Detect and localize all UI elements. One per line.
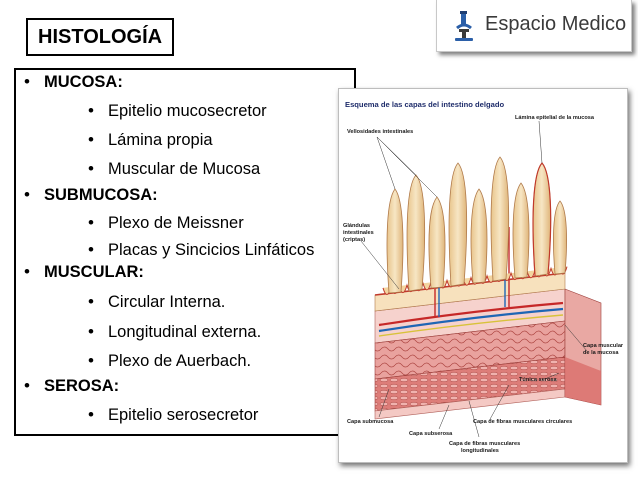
bullet-icon: •: [88, 292, 94, 311]
brand-name: Espacio Medico: [485, 13, 627, 35]
bullet-icon: •: [88, 130, 94, 149]
section-heading-submucosa: SUBMUCOSA:: [44, 186, 158, 204]
label-glandulas-3: (criptas): [343, 237, 365, 243]
section-heading-mucosa: MUCOSA:: [44, 73, 123, 91]
label-fibras-circulares: Capa de fibras musculares circulares: [473, 419, 572, 425]
label-lamina-epitelial: Lámina epitelial de la mucosa: [515, 115, 595, 121]
list-item: Lámina propia: [108, 131, 213, 149]
diagram-title: Esquema de las capas del intestino delga…: [345, 100, 504, 109]
bullet-icon: •: [88, 351, 94, 370]
label-vellosidades: Vellosidades intestinales: [347, 129, 413, 135]
bullet-icon: •: [24, 185, 30, 204]
brand-logo: Espacio Medico: [436, 0, 632, 52]
list-item: Muscular de Mucosa: [108, 160, 261, 178]
diagram-illustration: Esquema de las capas del intestino delga…: [343, 100, 624, 454]
villi: [386, 156, 567, 294]
list-item: Circular Interna.: [108, 293, 226, 311]
bullet-icon: •: [88, 322, 94, 341]
slide-title: HISTOLOGÍA: [26, 18, 174, 56]
label-glandulas-2: intestinales: [343, 230, 374, 236]
list-item: Plexo de Auerbach.: [108, 352, 252, 370]
microscope-icon: [455, 11, 473, 41]
bullet-icon: •: [88, 405, 94, 424]
list-item: Epitelio serosecretor: [108, 406, 259, 424]
label-glandulas: Glándulas: [343, 223, 370, 229]
bullet-icon: •: [88, 101, 94, 120]
bullet-icon: •: [88, 159, 94, 178]
section-heading-muscular: MUSCULAR:: [44, 263, 144, 281]
label-fibras-longitudinales-2: longitudinales: [461, 448, 499, 454]
bullet-icon: •: [24, 72, 30, 91]
layers-list: • MUCOSA: • Epitelio mucosecretor • Lámi…: [14, 68, 356, 436]
bullet-icon: •: [88, 240, 94, 259]
bullet-icon: •: [24, 262, 30, 281]
bullet-icon: •: [88, 213, 94, 232]
label-fibras-longitudinales: Capa de fibras musculares: [449, 441, 520, 447]
list-item: Plexo de Meissner: [108, 214, 244, 232]
label-capa-muscular-mucosa-2: de la mucosa: [583, 350, 619, 356]
intestine-layers-diagram: Esquema de las capas del intestino delga…: [338, 88, 628, 463]
label-tunica-serosa: Túnica serosa: [519, 377, 558, 383]
list-item: Longitudinal externa.: [108, 323, 262, 341]
list-item: Placas y Sincicios Linfáticos: [108, 241, 315, 259]
label-capa-muscular-mucosa: Capa muscular: [583, 343, 624, 349]
leader-lines: [360, 120, 588, 438]
bullet-icon: •: [24, 376, 30, 395]
label-capa-submucosa: Capa submucosa: [347, 419, 394, 425]
section-heading-serosa: SEROSA:: [44, 377, 120, 395]
label-capa-subserosa: Capa subserosa: [409, 431, 453, 437]
list-item: Epitelio mucosecretor: [108, 102, 267, 120]
